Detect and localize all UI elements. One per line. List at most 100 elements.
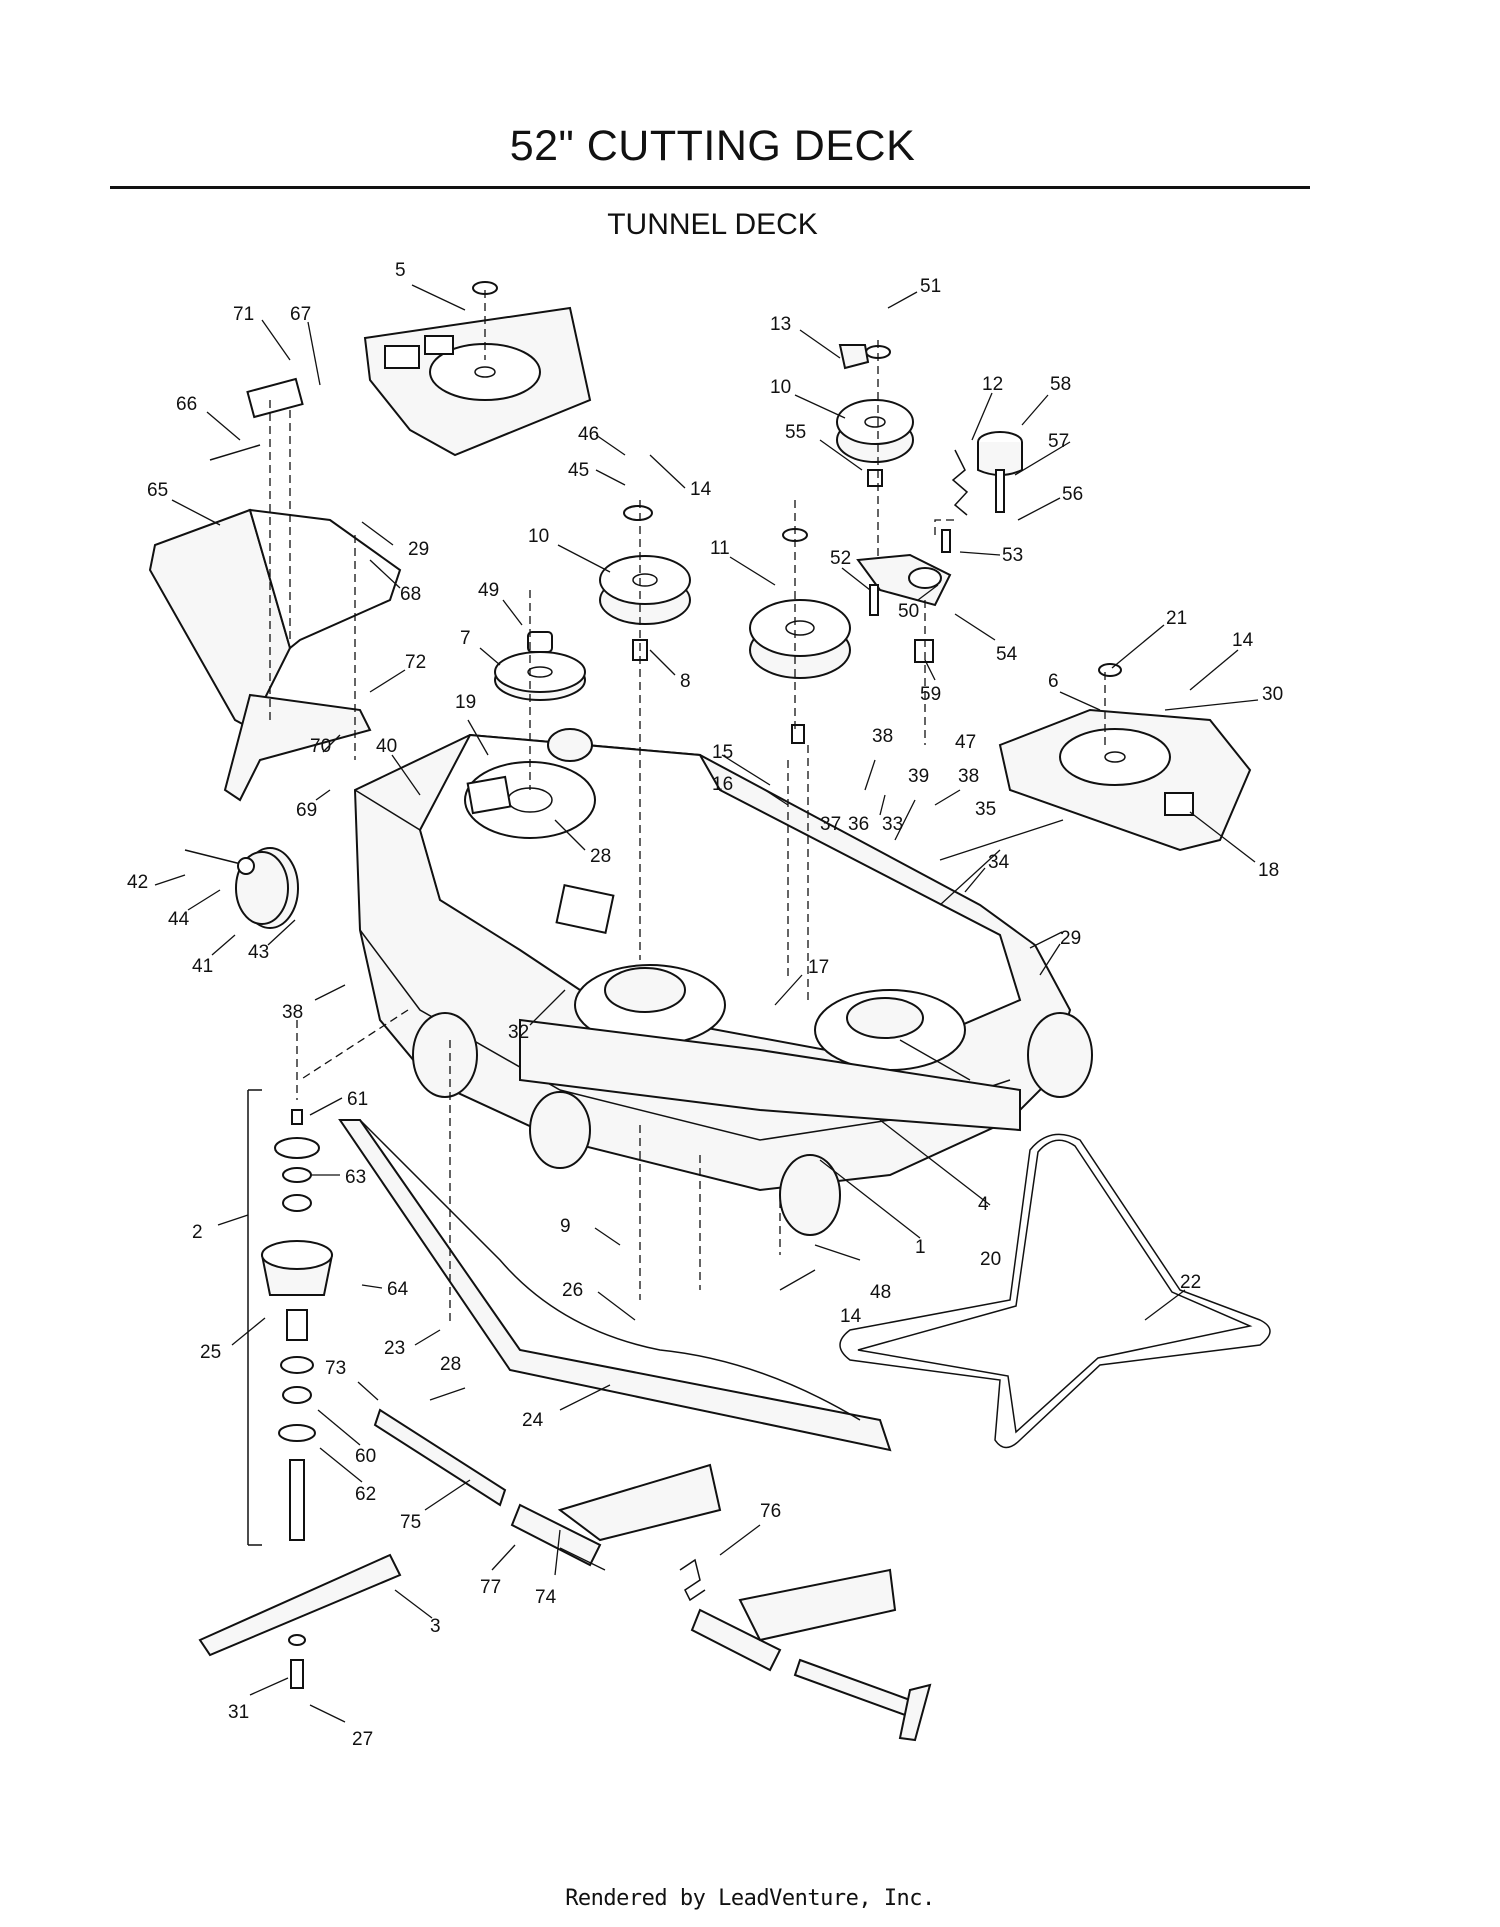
callout-label: 31 xyxy=(228,1702,249,1723)
explosion-lines xyxy=(269,290,1106,1325)
callout-label: 3 xyxy=(430,1616,441,1637)
callout-label: 24 xyxy=(522,1410,544,1431)
callout-label: 10 xyxy=(528,526,549,547)
callout-label: 20 xyxy=(980,1249,1001,1270)
callout-label: 25 xyxy=(200,1342,221,1363)
idler-arm-assembly xyxy=(856,431,1023,663)
callout-label: 22 xyxy=(1180,1272,1201,1293)
belt-cover-left xyxy=(363,281,592,457)
callout-label: 8 xyxy=(680,671,691,692)
callout-label: 55 xyxy=(785,422,806,443)
callout-label: 38 xyxy=(872,726,893,747)
callout-label: 36 xyxy=(848,814,869,835)
callout-label: 76 xyxy=(760,1501,781,1522)
callout-label: 71 xyxy=(233,304,254,325)
callout-label: 19 xyxy=(455,692,476,713)
callout-label: 61 xyxy=(347,1089,368,1110)
callout-label: 63 xyxy=(345,1167,366,1188)
pulleys xyxy=(494,344,914,744)
deck-housing xyxy=(353,733,1072,1192)
callout-label: 14 xyxy=(690,479,712,500)
discharge-chute xyxy=(148,377,402,802)
callout-label: 33 xyxy=(882,814,903,835)
callout-label: 72 xyxy=(405,652,426,673)
callout-label: 2 xyxy=(192,1222,203,1243)
callout-label: 32 xyxy=(508,1022,529,1043)
callout-label: 52 xyxy=(830,548,851,569)
cutting-blade xyxy=(198,1553,402,1689)
callout-label: 65 xyxy=(147,480,168,501)
callout-label: 56 xyxy=(1062,484,1083,505)
callout-label: 70 xyxy=(310,736,331,757)
callout-label: 44 xyxy=(168,909,190,930)
callout-label: 14 xyxy=(1232,630,1254,651)
callout-label: 58 xyxy=(1050,374,1071,395)
callout-label: 16 xyxy=(712,774,733,795)
callout-label: 67 xyxy=(290,304,311,325)
callout-label: 14 xyxy=(840,1306,862,1327)
title-rule xyxy=(110,186,1310,189)
callout-label: 4 xyxy=(978,1194,989,1215)
callout-label: 69 xyxy=(296,800,317,821)
callout-labels: 5 71 67 66 65 29 68 49 7 46 45 14 10 8 1… xyxy=(127,260,1283,1750)
callout-label: 10 xyxy=(770,377,791,398)
callout-label: 47 xyxy=(955,732,976,753)
callout-label: 35 xyxy=(975,799,996,820)
callout-label: 62 xyxy=(355,1484,376,1505)
callout-label: 28 xyxy=(440,1354,461,1375)
page-subtitle: TUNNEL DECK xyxy=(607,208,818,241)
callout-label: 59 xyxy=(920,684,941,705)
callout-label: 54 xyxy=(996,644,1018,665)
callout-label: 17 xyxy=(808,957,829,978)
callout-label: 49 xyxy=(478,580,499,601)
callout-label: 38 xyxy=(282,1002,303,1023)
belt-cover-right xyxy=(998,663,1252,852)
callout-label: 26 xyxy=(562,1280,583,1301)
callout-label: 1 xyxy=(915,1237,926,1258)
callout-label: 66 xyxy=(176,394,197,415)
gauge-wheel-left xyxy=(184,849,289,925)
callout-label: 27 xyxy=(352,1729,373,1750)
callout-label: 29 xyxy=(408,539,429,560)
callout-label: 23 xyxy=(384,1338,405,1359)
callout-label: 51 xyxy=(920,276,941,297)
callout-label: 77 xyxy=(480,1577,501,1598)
callout-label: 30 xyxy=(1262,684,1283,705)
callout-label: 5 xyxy=(395,260,406,281)
callout-label: 74 xyxy=(535,1587,557,1608)
callout-label: 28 xyxy=(590,846,611,867)
callout-label: 57 xyxy=(1048,431,1069,452)
callout-label: 64 xyxy=(387,1279,409,1300)
callout-label: 37 xyxy=(820,814,841,835)
callout-label: 34 xyxy=(988,852,1010,873)
callout-label: 39 xyxy=(908,766,929,787)
callout-label: 12 xyxy=(982,374,1003,395)
callout-label: 18 xyxy=(1258,860,1279,881)
callout-label: 68 xyxy=(400,584,421,605)
callout-label: 43 xyxy=(248,942,269,963)
deck-baffle xyxy=(338,1119,892,1452)
callout-label: 11 xyxy=(710,538,730,559)
callout-label: 50 xyxy=(898,601,919,622)
callout-label: 41 xyxy=(192,956,213,977)
callout-label: 46 xyxy=(578,424,599,445)
callout-label: 38 xyxy=(958,766,979,787)
spindle-assembly xyxy=(247,1089,334,1546)
callout-label: 60 xyxy=(355,1446,376,1467)
callout-label: 15 xyxy=(712,742,733,763)
callout-label: 73 xyxy=(325,1358,346,1379)
leader-lines xyxy=(154,284,1259,1723)
callout-label: 21 xyxy=(1166,608,1187,629)
deck-belt xyxy=(839,1133,1271,1449)
callout-label: 40 xyxy=(376,736,397,757)
lift-arm-assembly xyxy=(373,1408,932,1742)
callout-label: 6 xyxy=(1048,671,1059,692)
callout-label: 45 xyxy=(568,460,589,481)
page-title: 52" CUTTING DECK xyxy=(509,122,916,170)
callout-label: 13 xyxy=(770,314,791,335)
callout-label: 9 xyxy=(560,1216,571,1237)
callout-label: 75 xyxy=(400,1512,421,1533)
callout-label: 42 xyxy=(127,872,148,893)
callout-label: 53 xyxy=(1002,545,1023,566)
